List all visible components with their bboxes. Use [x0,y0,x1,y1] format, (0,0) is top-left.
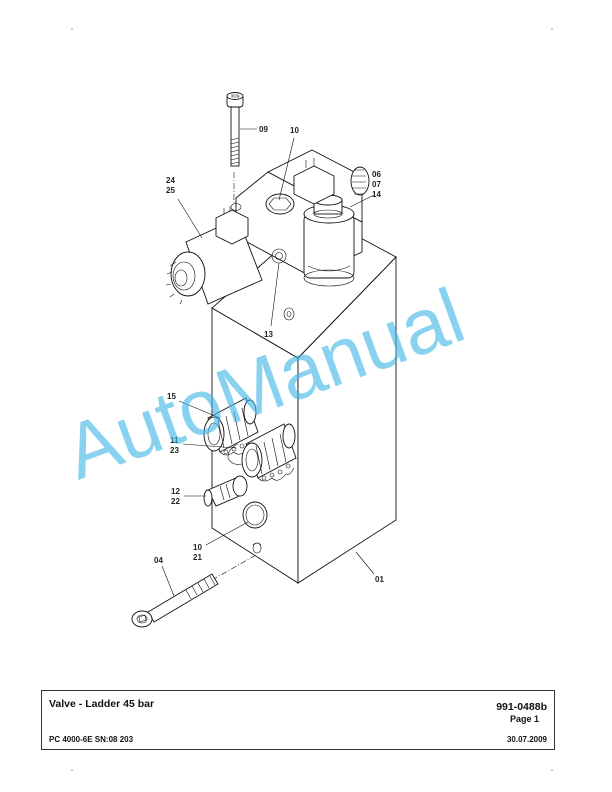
callout-06: 06 [372,170,381,179]
callout-13: 13 [264,330,273,339]
cartridge-15 [203,397,259,456]
revision-date: 30.07.2009 [506,735,547,744]
crop-marks [71,28,553,771]
callout-11: 11 [170,436,179,445]
callout-07: 07 [372,180,381,189]
callout-labels: 09 10 24 25 06 07 14 13 15 11 23 12 22 1… [154,125,384,584]
callout-10-lower: 10 [193,543,202,552]
callout-22: 22 [171,497,180,506]
callout-15: 15 [167,392,176,401]
callout-14: 14 [372,190,381,199]
callout-25: 25 [166,186,175,195]
page-number: Page 1 [510,714,540,724]
fitting-12 [203,475,248,507]
callout-10-top: 10 [290,126,299,135]
callout-21: 21 [193,553,202,562]
machine-model: PC 4000-6E SN:08 203 [49,735,134,744]
right-solenoid [293,158,370,287]
cartridge-11 [227,423,297,482]
callout-23: 23 [170,446,179,455]
o-ring-10 [242,501,268,529]
callout-01: 01 [375,575,384,584]
callout-12: 12 [171,487,180,496]
callout-24: 24 [166,176,175,185]
callout-04: 04 [154,556,163,565]
bolt-09 [226,92,244,205]
leader-lines [161,128,375,597]
left-solenoid [165,206,263,305]
drawing-title: Valve - Ladder 45 bar [49,698,155,710]
bolt-04 [131,554,257,628]
title-block: Valve - Ladder 45 bar 991-0488b Page 1 P… [41,690,555,750]
callout-09: 09 [259,125,268,134]
document-number: 991-0488b [496,701,547,713]
